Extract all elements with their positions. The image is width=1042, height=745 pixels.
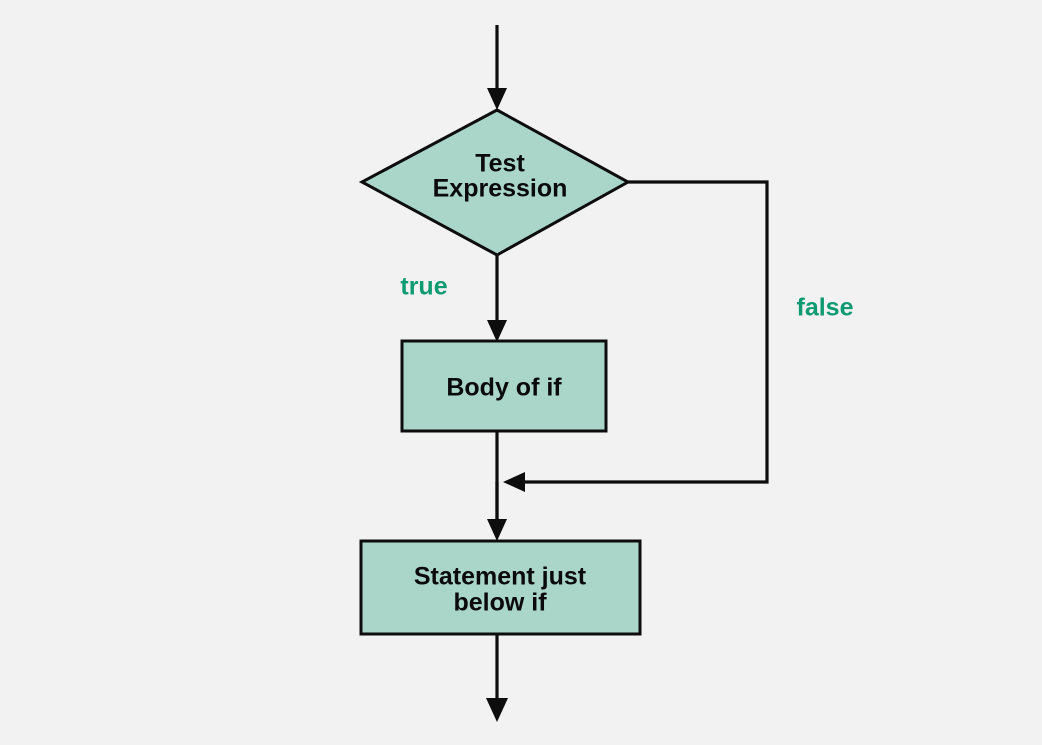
decision-node-label-line1: Test (475, 150, 525, 178)
process-node-statement-below-if[interactable] (359, 539, 642, 636)
true-branch-arrow (487, 255, 507, 342)
edge-label-false: false (797, 294, 854, 322)
exit-arrow (486, 634, 508, 722)
process-node-statement-below-if-label-line1: Statement just (414, 563, 587, 591)
false-branch-path (503, 180, 769, 492)
merge-to-statement-arrow (487, 482, 507, 541)
process-node-body-of-if[interactable] (400, 339, 608, 433)
process-node-statement-below-if-label-line2: below if (453, 589, 547, 617)
decision-node-label-line2: Expression (433, 175, 568, 203)
edge-label-true: true (400, 273, 447, 301)
process-node-body-of-if-label: Body of if (446, 374, 562, 402)
entry-arrow (487, 25, 507, 110)
